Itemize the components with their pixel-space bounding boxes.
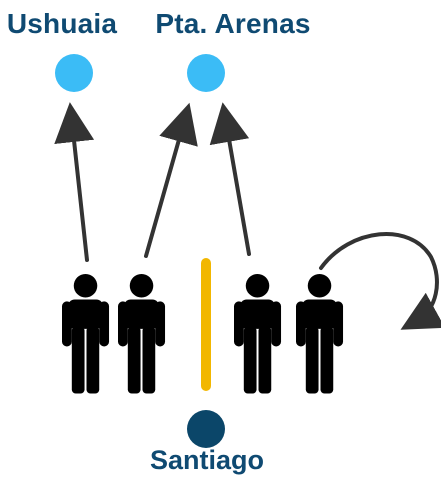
arrow-to-ushuaia [54,102,95,262]
person-icon [62,273,110,394]
ushuaia-dot [55,54,93,92]
person-icon [118,273,166,394]
santiago-label: Santiago [149,445,265,475]
punta-arenas-dot [187,54,225,92]
divider-line [201,258,211,391]
arrow-from-third-person-to-punta-arenas [209,102,251,256]
ushuaia-label: Ushuaia [6,8,118,39]
punta-arenas-label: Pta. Arenas [155,8,311,39]
person-icon [234,273,282,394]
santiago-dot [187,410,225,448]
curved-arrow-icon [319,232,441,330]
arrow-from-second-person-to-punta-arenas [144,102,198,258]
person-icon [296,273,344,394]
